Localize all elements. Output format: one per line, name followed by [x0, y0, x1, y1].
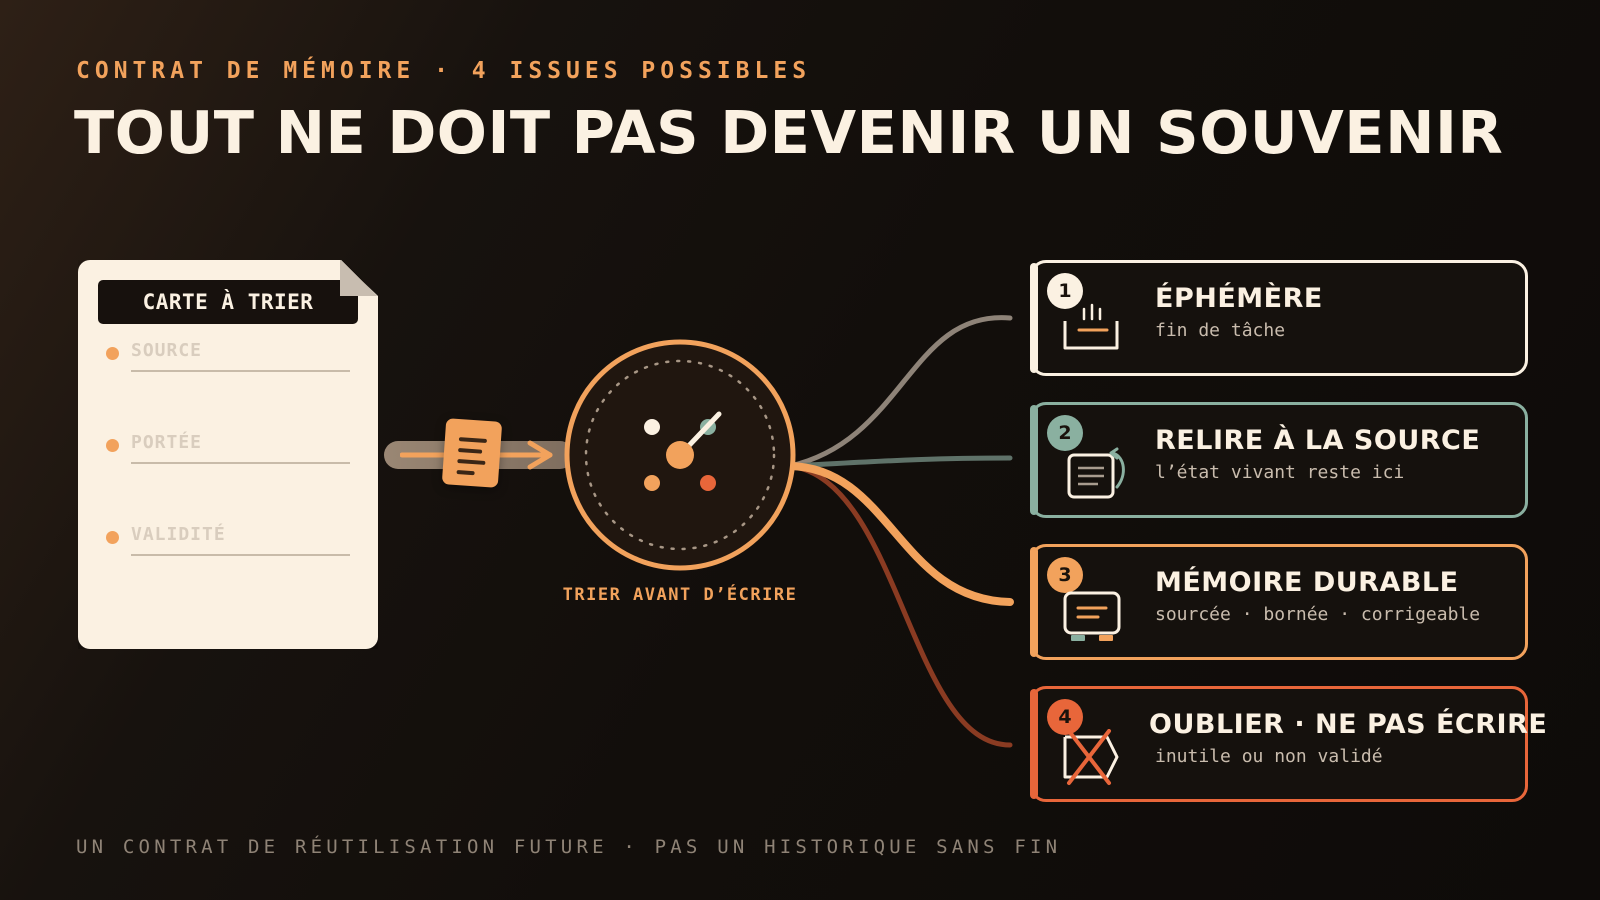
outcome-subtitle: l’état vivant reste ici [1155, 462, 1405, 483]
path-reread [787, 455, 1013, 469]
reread-document-icon [1067, 447, 1125, 499]
outcome-number: 3 [1047, 557, 1083, 593]
field-line [131, 462, 350, 464]
outcome-forget: 4 OUBLIER · NE PAS ÉCRIRE inutile ou non… [1030, 686, 1547, 802]
outcome-band [1030, 405, 1038, 515]
field-bullet [106, 531, 119, 544]
field-bullet [106, 439, 119, 452]
outcome-title: MÉMOIRE DURABLE [1155, 567, 1459, 598]
sorter-dial [564, 339, 796, 571]
memory-card-icon [1063, 591, 1121, 641]
page-title: TOUT NE DOIT PAS DEVENIR UN SOUVENIR [74, 98, 1504, 167]
outcome-reread-source: 2 RELIRE À LA SOURCE l’état vivant reste… [1030, 402, 1528, 518]
field-source: SOURCE [106, 340, 350, 374]
outcome-durable-memory: 3 MÉMOIRE DURABLE sourcée · bornée · cor… [1030, 544, 1528, 660]
outcome-subtitle: inutile ou non validé [1155, 746, 1383, 767]
crossed-tag-icon [1063, 729, 1119, 785]
tray-icon [1063, 303, 1119, 350]
field-validity: VALIDITÉ [106, 524, 350, 558]
field-line [131, 554, 350, 556]
field-bullet [106, 347, 119, 360]
outcome-subtitle: sourcée · bornée · corrigeable [1155, 604, 1481, 625]
outcome-title: RELIRE À LA SOURCE [1155, 425, 1481, 456]
path-forget [787, 463, 1013, 748]
outcome-subtitle: fin de tâche [1155, 320, 1286, 341]
card-title: CARTE À TRIER [98, 280, 358, 324]
outcome-title: ÉPHÉMÈRE [1155, 283, 1323, 314]
page-fold [340, 260, 378, 296]
outcome-band [1030, 547, 1038, 657]
path-durable [786, 462, 1014, 606]
field-label: SOURCE [131, 340, 203, 361]
field-label: VALIDITÉ [131, 524, 226, 545]
outcome-number: 2 [1047, 415, 1083, 451]
sorter-label: TRIER AVANT D’ÉCRIRE [562, 585, 798, 605]
outcome-band [1030, 263, 1038, 373]
field-scope: PORTÉE [106, 432, 350, 466]
sorting-card: CARTE À TRIER SOURCE PORTÉE VALIDITÉ [78, 260, 378, 649]
kicker: CONTRAT DE MÉMOIRE · 4 ISSUES POSSIBLES [76, 58, 812, 84]
outcome-number: 4 [1047, 699, 1083, 735]
field-label: PORTÉE [131, 432, 203, 453]
field-line [131, 370, 350, 372]
footer-note: UN CONTRAT DE RÉUTILISATION FUTURE · PAS… [76, 836, 1062, 858]
path-ephemeral [787, 315, 1013, 469]
outcome-ephemeral: 1 ÉPHÉMÈRE fin de tâche [1030, 260, 1528, 376]
outcome-title: OUBLIER · NE PAS ÉCRIRE [1149, 709, 1548, 740]
outcome-number: 1 [1047, 273, 1083, 309]
outcome-band [1030, 689, 1038, 799]
